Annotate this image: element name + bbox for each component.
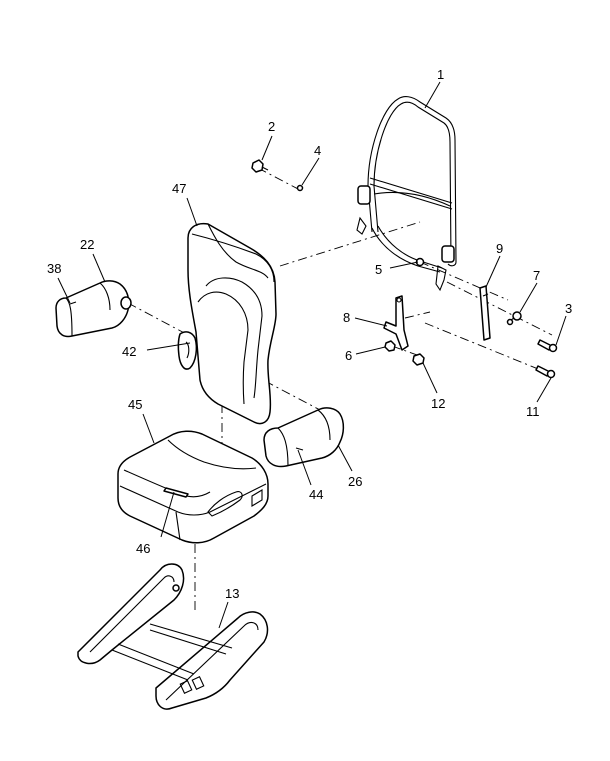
seat-base-frame: [77, 563, 269, 710]
backrest-cushion: [177, 222, 277, 425]
callout-44: 44: [309, 487, 323, 502]
assembly-center-lines: [127, 167, 553, 612]
callout-26: 26: [348, 474, 362, 489]
bolt-part-3: [537, 339, 558, 353]
callout-3: 3: [565, 301, 572, 316]
leader-lines: [57, 81, 567, 629]
callout-22: 22: [80, 237, 94, 252]
screw-part-2: [251, 159, 269, 173]
callout-13: 13: [225, 586, 239, 601]
grab-handle-frame: [356, 96, 457, 292]
right-armrest: [263, 407, 345, 468]
callout-6: 6: [345, 348, 352, 363]
callout-9: 9: [496, 241, 503, 256]
callout-7: 7: [533, 268, 540, 283]
callout-42: 42: [122, 344, 136, 359]
callout-8: 8: [343, 310, 350, 325]
screw-part-7: [506, 311, 522, 326]
callout-2: 2: [268, 119, 275, 134]
bolt-part-11: [535, 365, 556, 379]
callout-45: 45: [128, 397, 142, 412]
callout-labels: 1 2 3 4 5 6 7 8 9 11 12 13 22 26 38 42 4…: [47, 67, 572, 601]
callout-46: 46: [136, 541, 150, 556]
callout-11: 11: [526, 404, 540, 419]
callout-4: 4: [314, 143, 321, 158]
callout-12: 12: [431, 396, 445, 411]
callout-1: 1: [437, 67, 444, 82]
bracket-part-9: [479, 285, 491, 341]
left-armrest: [55, 280, 132, 338]
washer-part-4: [296, 184, 304, 192]
callout-5: 5: [375, 262, 382, 277]
seat-cushion: [117, 430, 269, 544]
lever-part-8: [383, 295, 409, 351]
callout-38: 38: [47, 261, 61, 276]
nut-part-6: [384, 340, 396, 352]
screw-part-12: [412, 353, 425, 366]
callout-47: 47: [172, 181, 186, 196]
